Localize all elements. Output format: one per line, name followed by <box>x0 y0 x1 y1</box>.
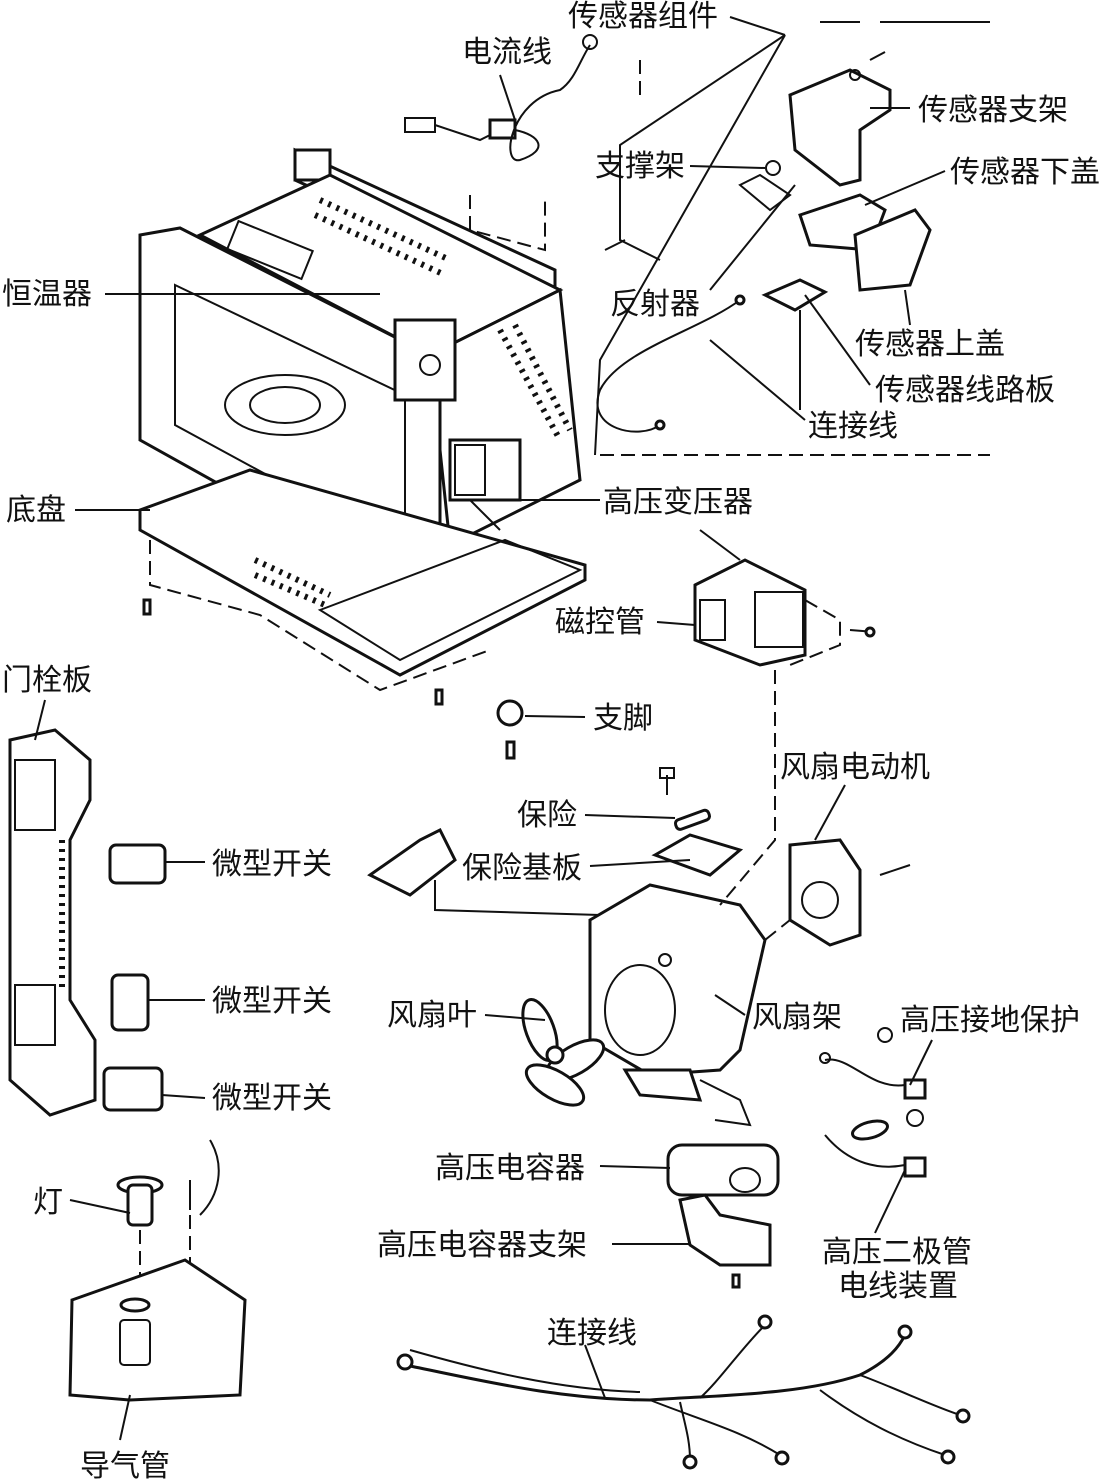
fuse-parts <box>367 767 744 916</box>
label-hv-transformer: 高压变压器 <box>603 485 753 520</box>
label-hv-capacitor: 高压电容器 <box>435 1151 585 1186</box>
label-support-frame: 支撑架 <box>595 149 685 184</box>
hv-capacitor <box>666 1143 780 1289</box>
label-thermostat: 恒温器 <box>2 277 92 312</box>
foot <box>496 699 524 760</box>
label-micro-switch-3: 微型开关 <box>212 1081 332 1116</box>
label-reflector: 反射器 <box>610 287 700 322</box>
label-sensor-upper-cover: 传感器上盖 <box>855 327 1005 362</box>
fan-frame <box>588 883 767 1127</box>
label-air-duct: 导气管 <box>80 1449 170 1483</box>
label-connecting-wire-bottom: 连接线 <box>547 1316 637 1351</box>
lamp-and-duct <box>68 1139 247 1402</box>
label-hv-diode-line1: 高压二极管 <box>822 1235 972 1270</box>
fan-motor <box>764 838 911 947</box>
label-connecting-wire-top: 连接线 <box>808 409 898 444</box>
label-hv-capacitor-bracket: 高压电容器支架 <box>377 1228 587 1263</box>
label-sensor-bracket: 传感器支架 <box>918 93 1068 128</box>
leader-lines <box>34 16 990 1441</box>
current-wire <box>404 34 598 162</box>
hv-transformer <box>448 438 522 531</box>
label-sensor-assembly: 传感器组件 <box>568 0 718 34</box>
label-sensor-circuit-board: 传感器线路板 <box>875 373 1055 408</box>
label-sensor-lower-cover: 传感器下盖 <box>950 155 1100 190</box>
label-hv-diode-line2: 电线装置 <box>838 1269 958 1304</box>
door-latch-board <box>8 728 97 1117</box>
label-micro-switch-2: 微型开关 <box>212 984 332 1019</box>
fan-blade <box>521 998 606 1107</box>
wire-harness <box>396 1314 971 1470</box>
base-plate <box>138 468 587 706</box>
label-foot: 支脚 <box>593 701 653 736</box>
magnetron <box>693 558 876 667</box>
label-fan-motor: 风扇电动机 <box>780 750 930 785</box>
sensor-parts <box>596 51 932 433</box>
label-hv-ground-protection: 高压接地保护 <box>900 1003 1080 1038</box>
micro-switches <box>102 843 167 1112</box>
label-micro-switch-1: 微型开关 <box>212 847 332 882</box>
label-fuse-base-board: 保险基板 <box>462 851 582 886</box>
label-current-wire: 电流线 <box>462 35 552 70</box>
label-fuse: 保险 <box>517 798 577 833</box>
label-fan-frame: 风扇架 <box>752 1000 842 1035</box>
label-magnetron: 磁控管 <box>555 605 645 640</box>
label-lamp: 灯 <box>33 1185 63 1220</box>
label-fan-blade: 风扇叶 <box>387 998 477 1033</box>
label-base-plate: 底盘 <box>6 493 66 528</box>
hv-ground-and-diode <box>819 1027 927 1178</box>
label-door-latch-board: 门栓板 <box>2 663 92 698</box>
